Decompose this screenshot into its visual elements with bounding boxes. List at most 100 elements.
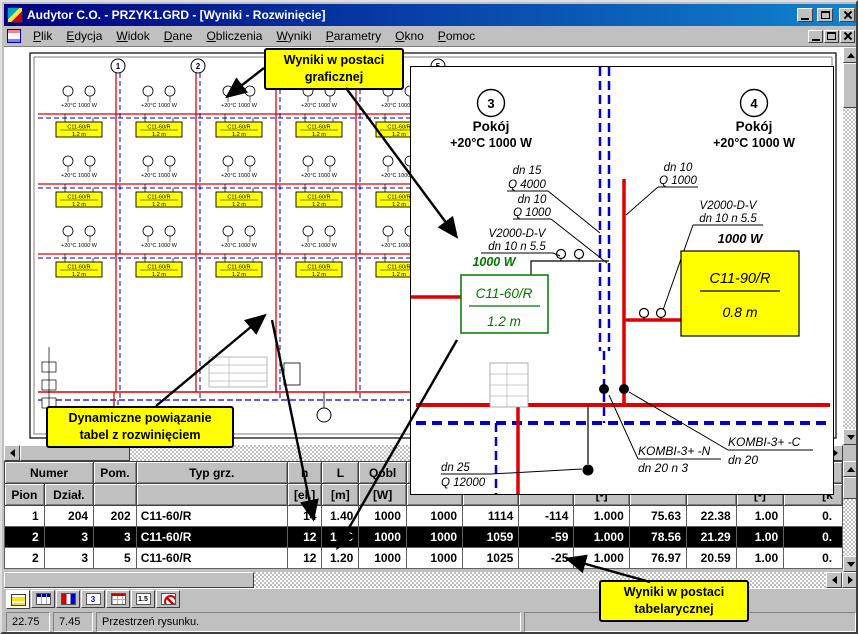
table-cell[interactable]: C11-60/R <box>136 548 287 569</box>
tab-flag[interactable] <box>56 590 80 608</box>
menu-wyniki[interactable]: Wyniki <box>269 27 318 45</box>
table-cell[interactable]: 1.00 <box>736 506 783 527</box>
table-scroll-up-button[interactable] <box>843 461 858 477</box>
table-cell[interactable]: 1000 <box>359 548 407 569</box>
maximize-button[interactable] <box>817 8 833 22</box>
table-cell[interactable]: 204 <box>44 506 93 527</box>
table-cell[interactable]: 0. <box>784 506 843 527</box>
menu-parametry[interactable]: Parametry <box>319 27 388 45</box>
table-cell[interactable]: 1.00 <box>736 548 783 569</box>
mdi-close-button[interactable] <box>840 30 855 43</box>
table-row[interactable]: 235C11-60/R121.20100010001025-251.00076.… <box>5 548 843 569</box>
scroll-left-button[interactable] <box>4 445 20 461</box>
radiator-unit[interactable]: +20°C 1000 WC11-60/R1.2 m <box>56 156 102 208</box>
table-cell[interactable]: 1.20 <box>322 527 359 548</box>
radiator-unit[interactable]: +20°C 1000 WC11-60/R1.2 m <box>296 156 342 208</box>
table-cell[interactable]: 1114 <box>463 506 519 527</box>
table-cell[interactable]: 1000 <box>406 506 462 527</box>
radiator-unit[interactable]: +20°C 1000 WC11-60/R1.2 m <box>216 86 262 138</box>
table-cell[interactable]: 1.00 <box>736 527 783 548</box>
radiator-yellow[interactable]: 1000 W C11-90/R 0.8 m <box>681 231 799 336</box>
table-cell[interactable]: 0. <box>784 548 843 569</box>
table-cell[interactable]: 2 <box>5 527 45 548</box>
radiator-unit[interactable]: +20°C 1000 WC11-60/R1.2 m <box>296 86 342 138</box>
zoom-window[interactable]: 3 Pokój +20°C 1000 W 4 Pokój +20°C 1000 … <box>410 66 834 495</box>
table-cell[interactable]: 22.38 <box>687 506 737 527</box>
table-cell[interactable]: 21.29 <box>687 527 737 548</box>
menu-edycja[interactable]: Edycja <box>59 27 109 45</box>
table-cell[interactable]: C11-60/R <box>136 527 287 548</box>
table-cell[interactable]: C11-60/R <box>136 506 287 527</box>
vscroll-thumb[interactable] <box>843 63 858 108</box>
radiator-unit[interactable]: +20°C 1000 WC11-60/R1.2 m <box>56 226 102 278</box>
table-row[interactable]: 233C11-60/R121.20100010001059-591.00078.… <box>5 527 843 548</box>
table-cell[interactable]: 76.97 <box>629 548 686 569</box>
tab-no-entry[interactable] <box>156 590 180 608</box>
radiator-unit[interactable]: +20°C 1000 WC11-60/R1.2 m <box>56 86 102 138</box>
table-cell[interactable]: 1000 <box>406 548 462 569</box>
table-cell[interactable]: 1.20 <box>322 548 359 569</box>
menu-widok[interactable]: Widok <box>109 27 156 45</box>
radiator-unit[interactable]: +20°C 1000 WC11-60/R1.2 m <box>136 86 182 138</box>
table-scroll-right-button[interactable] <box>842 572 858 588</box>
table-cell[interactable]: 3 <box>44 548 93 569</box>
menu-obliczenia[interactable]: Obliczenia <box>199 27 269 45</box>
menu-pomoc[interactable]: Pomoc <box>431 27 482 45</box>
menu-dane[interactable]: Dane <box>157 27 200 45</box>
tab-results[interactable]: 3 <box>81 590 105 608</box>
table-cell[interactable]: 75.63 <box>629 506 686 527</box>
table-cell[interactable]: -114 <box>519 506 574 527</box>
table-cell[interactable]: -59 <box>519 527 574 548</box>
drawing-vscrollbar[interactable] <box>843 47 858 445</box>
scroll-up-button[interactable] <box>843 47 858 63</box>
table-cell[interactable]: 1000 <box>406 527 462 548</box>
minimize-button[interactable] <box>797 8 813 22</box>
table-cell[interactable]: 1.000 <box>574 527 629 548</box>
table-cell[interactable]: 1.000 <box>574 548 629 569</box>
scroll-down-button[interactable] <box>843 429 858 445</box>
app-icon[interactable] <box>7 7 23 23</box>
menu-plik[interactable]: Plik <box>26 27 59 45</box>
table-cell[interactable]: 12 <box>287 527 322 548</box>
table-cell[interactable]: 1025 <box>463 548 519 569</box>
title-bar[interactable]: Audytor C.O. - PRZYK1.GRD - [Wyniki - Ro… <box>4 4 858 26</box>
mdi-restore-button[interactable] <box>824 30 839 43</box>
table-cell[interactable]: 1059 <box>463 527 519 548</box>
menu-okno[interactable]: Okno <box>388 27 431 45</box>
radiator-unit[interactable]: +20°C 1000 WC11-60/R1.2 m <box>216 156 262 208</box>
table-cell[interactable]: 3 <box>44 527 93 548</box>
tab-schematic[interactable] <box>6 590 30 609</box>
table-cell[interactable]: -25 <box>519 548 574 569</box>
radiator-unit[interactable]: +20°C 1000 WC11-60/R1.2 m <box>216 226 262 278</box>
table-cell[interactable]: 1.40 <box>322 506 359 527</box>
table-cell[interactable]: 1000 <box>359 506 407 527</box>
table-cell[interactable]: 2 <box>5 548 45 569</box>
table-cell[interactable]: 20.59 <box>687 548 737 569</box>
mdi-document-icon[interactable] <box>7 29 21 43</box>
table-cell[interactable]: 3 <box>94 527 137 548</box>
table-scroll-left-button[interactable] <box>826 572 842 588</box>
tab-grid[interactable] <box>106 590 130 608</box>
close-button[interactable] <box>839 8 855 22</box>
table-vscroll-thumb[interactable] <box>843 477 858 499</box>
table-scroll-down-button[interactable] <box>843 556 858 572</box>
table-row[interactable]: 1204202C11-60/R141.40100010001114-1141.0… <box>5 506 843 527</box>
radiator-green[interactable]: 1000 W C11-60/R 1.2 m <box>461 255 548 333</box>
mdi-minimize-button[interactable] <box>808 30 823 43</box>
tab-table[interactable] <box>31 590 55 608</box>
table-cell[interactable]: 1 <box>5 506 45 527</box>
table-cell[interactable]: 1000 <box>359 527 407 548</box>
radiator-unit[interactable]: +20°C 1000 WC11-60/R1.2 m <box>296 226 342 278</box>
tab-scale[interactable]: 1.5 <box>131 590 155 608</box>
table-cell[interactable]: 14 <box>287 506 322 527</box>
table-cell[interactable]: 0. <box>784 527 843 548</box>
table-vscrollbar[interactable] <box>843 461 858 572</box>
table-cell[interactable]: 202 <box>94 506 137 527</box>
table-cell[interactable]: 1.000 <box>574 506 629 527</box>
radiator-unit[interactable]: +20°C 1000 WC11-60/R1.2 m <box>136 156 182 208</box>
table-hscroll-thumb[interactable] <box>4 572 254 588</box>
table-cell[interactable]: 5 <box>94 548 137 569</box>
table-cell[interactable]: 12 <box>287 548 322 569</box>
table-cell[interactable]: 78.56 <box>629 527 686 548</box>
radiator-unit[interactable]: +20°C 1000 WC11-60/R1.2 m <box>136 226 182 278</box>
